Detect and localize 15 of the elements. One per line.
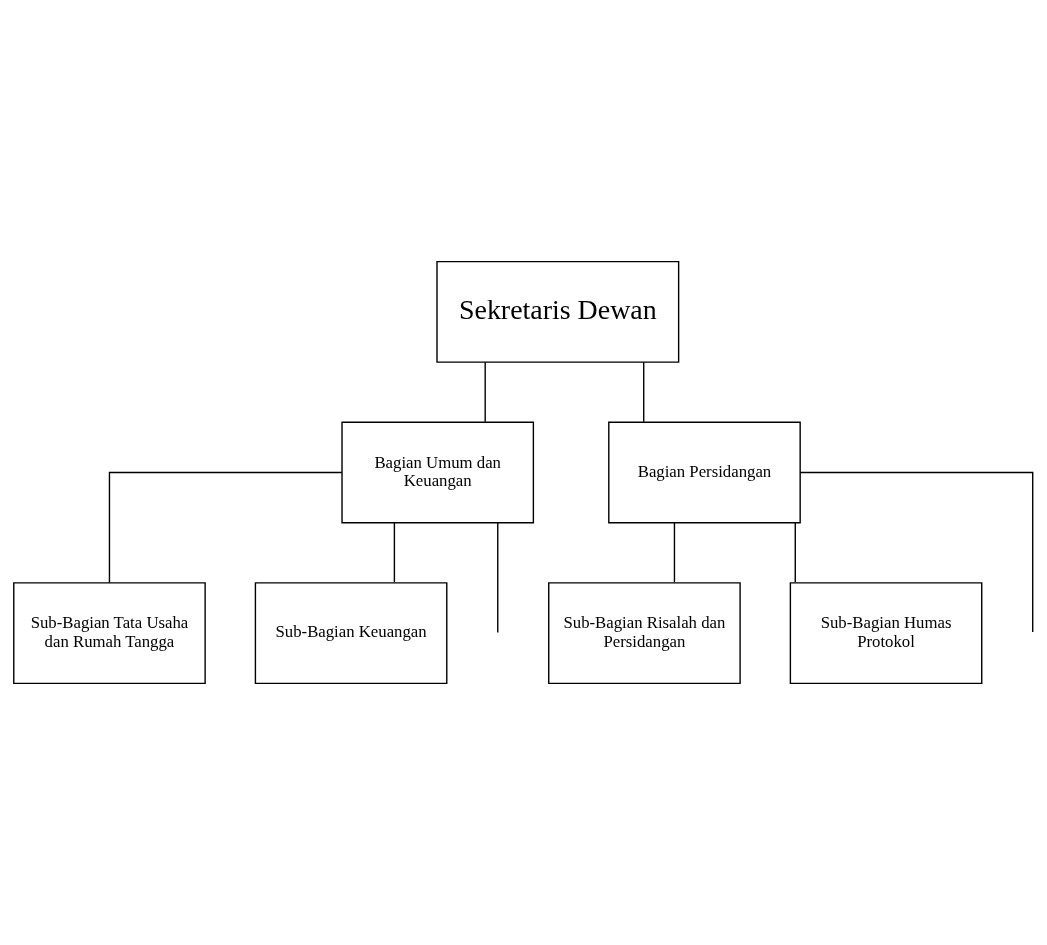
node-box: Sub-Bagian Humas Protokol xyxy=(789,582,983,685)
connector xyxy=(108,471,343,584)
node-box: Sub-Bagian Tata Usaha dan Rumah Tangga xyxy=(13,582,206,685)
connector xyxy=(643,361,645,423)
node-box: Sub-Bagian Risalah dan Persidangan xyxy=(548,582,741,685)
node-box: Sekretaris Dewan xyxy=(436,260,680,363)
connector xyxy=(673,522,676,584)
connector xyxy=(799,471,1034,633)
connector xyxy=(794,522,796,584)
connector xyxy=(393,522,396,584)
node-box: Bagian Persidangan xyxy=(608,421,801,524)
node-box: Sub-Bagian Keuangan xyxy=(254,582,448,685)
connector xyxy=(497,522,499,634)
node-box: Bagian Umum dan Keuangan xyxy=(341,421,535,524)
connector xyxy=(484,361,486,423)
